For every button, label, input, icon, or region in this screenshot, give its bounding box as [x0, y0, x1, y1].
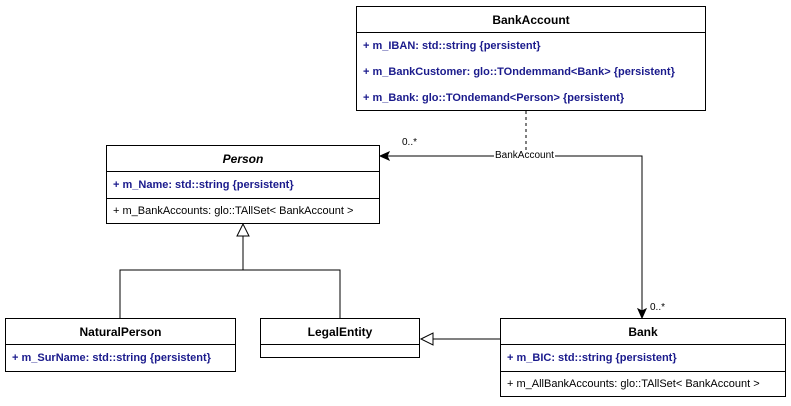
attribute-bic: + m_BIC: std::string {persistent}	[507, 352, 677, 364]
class-name: Person	[107, 146, 379, 172]
class-legal-entity[interactable]: LegalEntity	[260, 318, 420, 358]
multiplicity-person-label: 0..*	[402, 137, 418, 148]
class-person[interactable]: Person + m_Name: std::string {persistent…	[106, 145, 380, 224]
attribute-bank: + m_Bank: glo::TOndemand<Person> {persis…	[363, 92, 625, 104]
generalization-triangle-legal-entity	[419, 332, 434, 346]
association-line	[380, 155, 643, 318]
class-bank[interactable]: Bank + m_BIC: std::string {persistent} +…	[500, 318, 786, 397]
multiplicity-bank-label: 0..*	[650, 302, 666, 313]
class-name: NaturalPerson	[6, 319, 235, 345]
attribute-name: + m_Name: std::string {persistent}	[113, 179, 294, 191]
generalization-line-legal-entity	[243, 269, 341, 318]
generalization-line-natural-person	[119, 269, 243, 318]
attribute-iban: + m_IBAN: std::string {persistent}	[363, 40, 541, 52]
compartment-divider	[501, 371, 785, 372]
class-natural-person[interactable]: NaturalPerson + m_SurName: std::string {…	[5, 318, 236, 372]
operation-all-bank-accounts: + m_AllBankAccounts: glo::TAllSet< BankA…	[507, 378, 760, 390]
association-arrow-bank	[636, 307, 648, 320]
generalization-triangle-person	[236, 222, 250, 237]
attribute-surname: + m_SurName: std::string {persistent}	[12, 352, 211, 364]
attribute-bank-customer: + m_BankCustomer: glo::TOndemmand<Bank> …	[363, 66, 675, 78]
class-name: BankAccount	[357, 7, 705, 33]
class-bank-account[interactable]: BankAccount + m_IBAN: std::string {persi…	[356, 6, 706, 111]
class-name: LegalEntity	[261, 319, 419, 345]
empty-compartment	[261, 345, 419, 358]
operation-bank-accounts: + m_BankAccounts: glo::TAllSet< BankAcco…	[113, 205, 354, 217]
class-name: Bank	[501, 319, 785, 345]
compartment-divider	[107, 198, 379, 199]
association-arrow-person	[378, 150, 391, 162]
association-name-label: BankAccount	[494, 150, 555, 161]
